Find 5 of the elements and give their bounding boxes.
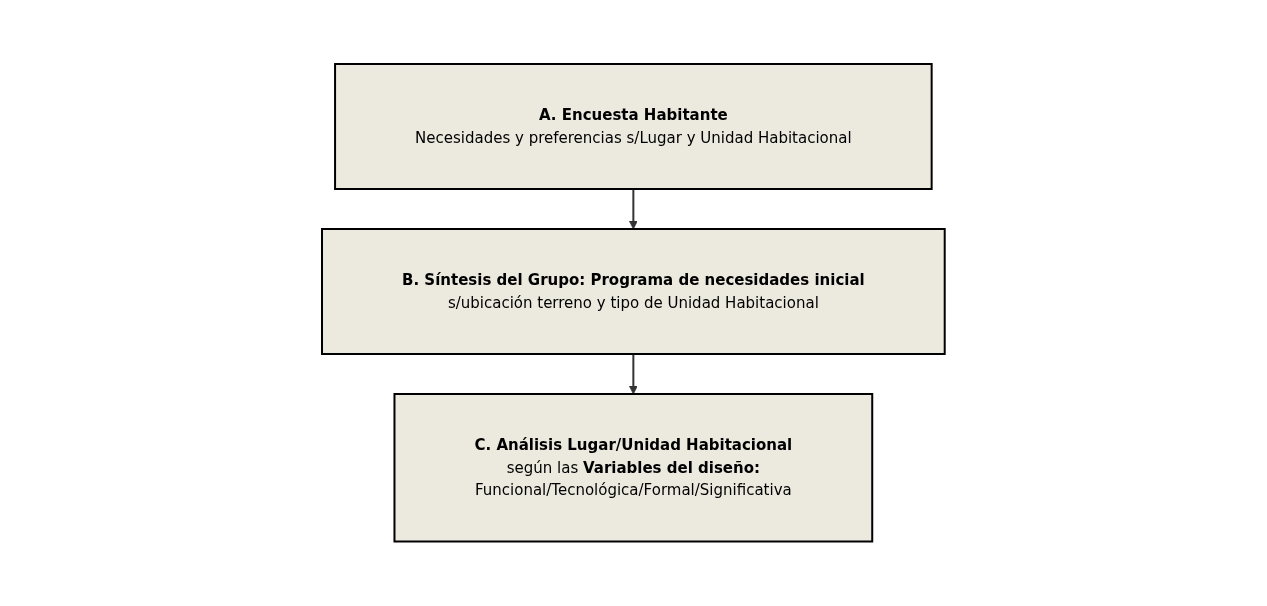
arrow [629, 353, 638, 395]
node-box: A. Encuesta Habitante Necesidades y preferencias s/Lugar y Unidad Habitacional [334, 63, 933, 191]
node-box: C. Análisis Lugar/Unidad Habitacional según las Variables del diseño: Funcional/Tecnológica/Formal/Significativa [393, 393, 874, 543]
arrow [629, 188, 638, 230]
node-box: B. Síntesis del Grupo: Programa de necesidades inicial s/ubicación terreno y tipo de Unidad Habitacional [321, 228, 946, 356]
